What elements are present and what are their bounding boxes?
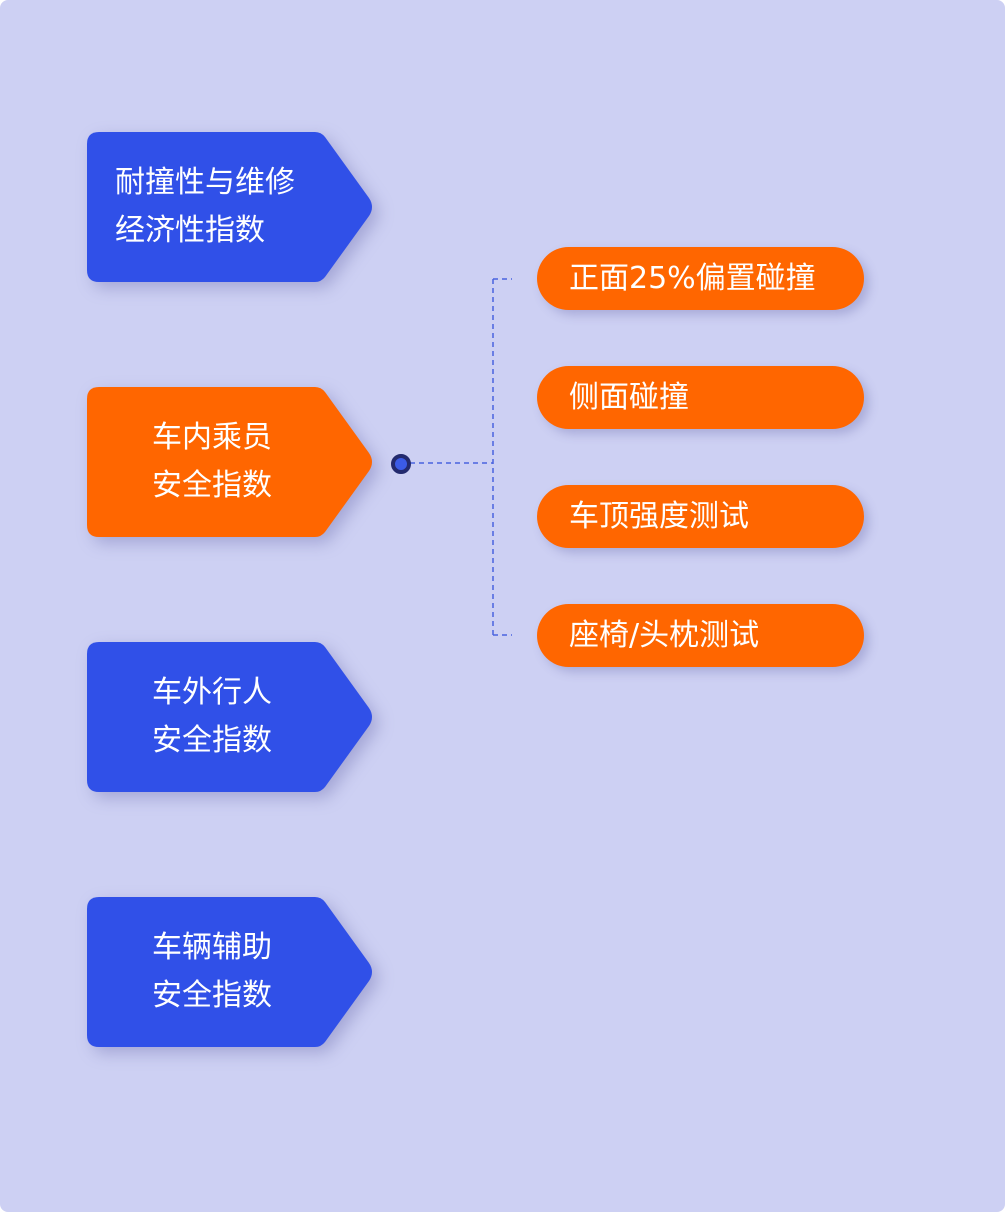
category-pedestrian-safety-index[interactable]: 车外行人安全指数: [87, 642, 377, 792]
category-label-line1: 耐撞性与维修: [115, 165, 295, 200]
category-label-line1: 车外行人: [152, 675, 272, 710]
connector-node: [391, 454, 411, 474]
category-label-line2: 安全指数: [152, 723, 272, 758]
sub-item-frontal-offset[interactable]: 正面25%偏置碰撞: [537, 247, 864, 310]
sub-item-roof-strength[interactable]: 车顶强度测试: [537, 485, 864, 548]
sub-item-side-impact[interactable]: 侧面碰撞: [537, 366, 864, 429]
category-label-line2: 安全指数: [152, 978, 272, 1013]
category-label-line2: 经济性指数: [115, 213, 265, 248]
tag-shape: [87, 132, 372, 282]
category-occupant-safety-index[interactable]: 车内乘员安全指数: [87, 387, 377, 537]
tag-shape: [87, 897, 372, 1047]
category-driver-assist-index[interactable]: 车辆辅助安全指数: [87, 897, 377, 1047]
tag-shape: [87, 642, 372, 792]
category-label-line1: 车辆辅助: [152, 930, 272, 965]
sub-item-seat-headrest[interactable]: 座椅/头枕测试: [537, 604, 864, 667]
tag-shape: [87, 387, 372, 537]
category-label-line2: 安全指数: [152, 468, 272, 503]
category-crash-repair-index[interactable]: 耐撞性与维修经济性指数: [87, 132, 377, 282]
category-label-line1: 车内乘员: [152, 420, 272, 455]
